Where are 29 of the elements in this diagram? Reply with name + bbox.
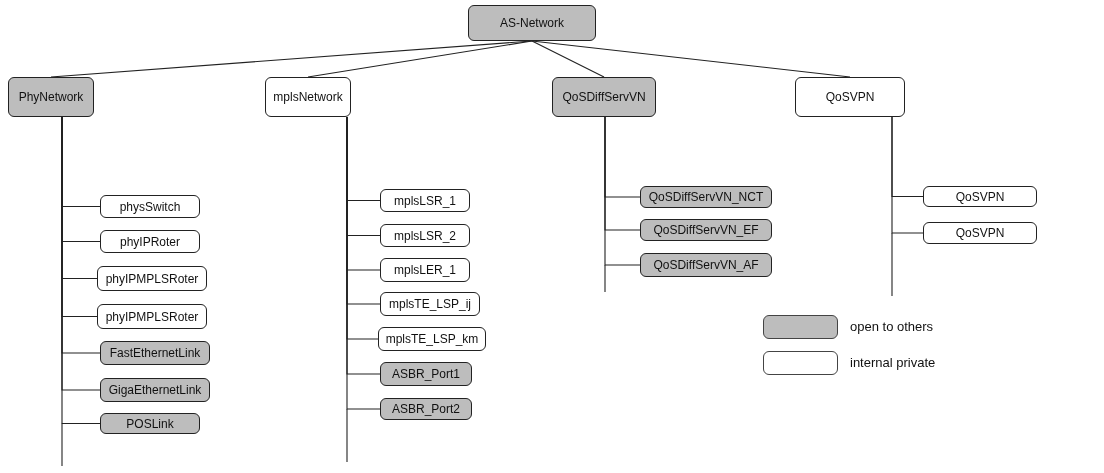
tree-node-box: QoSDiffServVN_EF (640, 219, 772, 241)
legend-label: internal private (850, 355, 936, 370)
tree-node-box: ASBR_Port1 (380, 362, 472, 386)
tree-node-box: phyIPMPLSRoter (97, 266, 207, 291)
tree-node-box: QoSDiffServVN_AF (640, 253, 772, 277)
connector-line (531, 40, 605, 78)
tree-node-box: QoSVPN (795, 77, 905, 117)
connector-line (891, 116, 924, 234)
connector-line (604, 116, 641, 266)
tree-node-box: mplsTE_LSP_km (378, 327, 486, 351)
tree-node-box: mplsLSR_1 (380, 189, 470, 212)
legend-label: open to others (850, 319, 934, 334)
tree-node-box: QoSDiffServVN_NCT (640, 186, 772, 208)
tree-node-box: POSLink (100, 413, 200, 434)
tree-node-box: QoSVPN (923, 222, 1037, 244)
tree-node-box: phyIPMPLSRoter (97, 304, 207, 329)
tree-node-box: mplsTE_LSP_ij (380, 292, 480, 316)
tree-node-box: mplsLSR_2 (380, 224, 470, 247)
tree-node-box: mplsLER_1 (380, 258, 470, 282)
tree-node-box: PhyNetwork (8, 77, 94, 117)
tree-node-box: physSwitch (100, 195, 200, 218)
tree-node-box: ASBR_Port2 (380, 398, 472, 420)
tree-node-box: mplsNetwork (265, 77, 351, 117)
tree-node-box: FastEthernetLink (100, 341, 210, 365)
tree-node-box: AS-Network (468, 5, 596, 41)
tree-node-box: phyIPRoter (100, 230, 200, 253)
tree-node-box: GigaEthernetLink (100, 378, 210, 402)
tree-node-box: QoSDiffServVN (552, 77, 656, 117)
tree-node-box: QoSVPN (923, 186, 1037, 207)
